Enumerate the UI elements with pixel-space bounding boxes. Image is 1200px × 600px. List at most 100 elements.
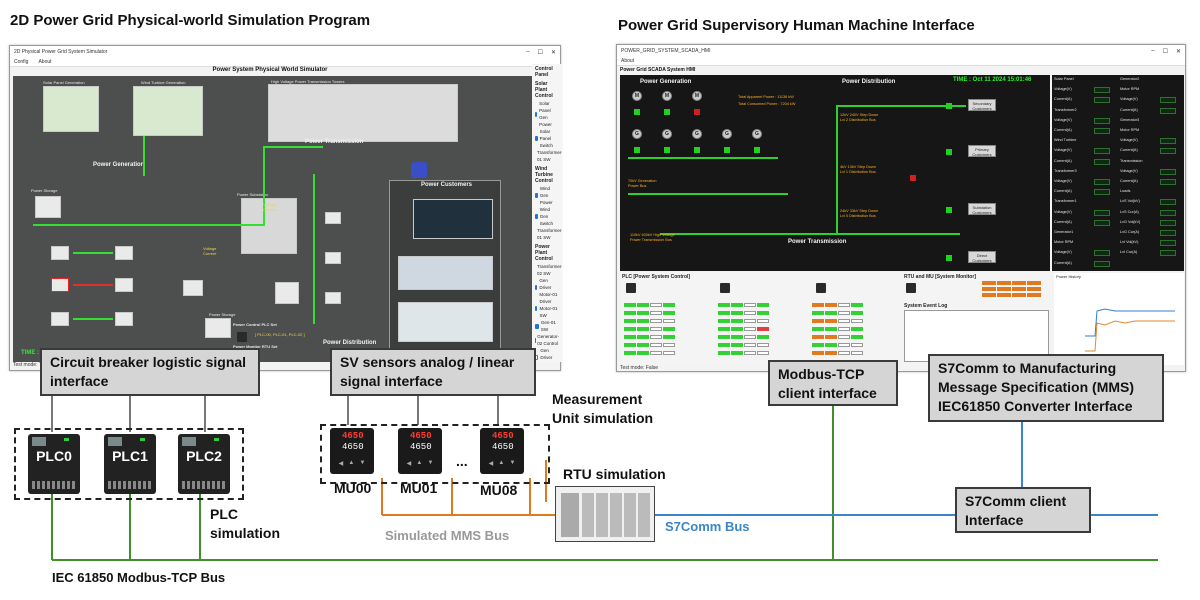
checkbox-icon[interactable] <box>535 193 538 198</box>
load-switch-3[interactable] <box>946 207 952 213</box>
control-checkbox[interactable]: Generator-02 Control <box>535 333 559 347</box>
control-checkbox[interactable]: Gen-01 SW <box>535 319 559 333</box>
plc-coil-button[interactable] <box>851 343 863 347</box>
plc-coil-button[interactable] <box>812 351 824 355</box>
gen-switch-1[interactable] <box>634 147 640 153</box>
plc-coil-button[interactable] <box>825 327 837 331</box>
plc-coil-button[interactable] <box>624 303 636 307</box>
plc-coil-button[interactable] <box>624 343 636 347</box>
plc-coil-button[interactable] <box>718 343 730 347</box>
plc-coil-button[interactable] <box>838 327 850 331</box>
plc-coil-button[interactable] <box>731 327 743 331</box>
plc-coil-button[interactable] <box>838 319 850 323</box>
plc-coil-button[interactable] <box>663 311 675 315</box>
plc-coil-button[interactable] <box>731 343 743 347</box>
plc-coil-button[interactable] <box>812 327 824 331</box>
gen-switch-2[interactable] <box>664 147 670 153</box>
plc-coil-button[interactable] <box>731 319 743 323</box>
load-switch-2[interactable] <box>946 149 952 155</box>
hmi-minimize-icon[interactable]: – <box>1151 48 1155 54</box>
minimize-icon[interactable]: – <box>526 49 530 55</box>
plc-coil-button[interactable] <box>718 351 730 355</box>
hmi-close-icon[interactable]: ✕ <box>1175 49 1181 55</box>
plc-coil-button[interactable] <box>744 303 756 307</box>
motor-switch-3[interactable] <box>694 109 700 115</box>
plc-coil-button[interactable] <box>851 351 863 355</box>
menu-about[interactable]: About <box>38 59 52 65</box>
plc-coil-button[interactable] <box>744 327 756 331</box>
plc-coil-button[interactable] <box>718 319 730 323</box>
plc-coil-button[interactable] <box>744 311 756 315</box>
plc-coil-button[interactable] <box>650 311 662 315</box>
checkbox-icon[interactable] <box>535 136 538 141</box>
control-checkbox[interactable]: Wind Gen Switch <box>535 206 559 227</box>
checkbox-icon[interactable] <box>535 285 538 290</box>
control-checkbox[interactable]: Wind Gen Power <box>535 185 559 206</box>
load-switch-4[interactable] <box>946 255 952 261</box>
close-icon[interactable]: ✕ <box>550 50 556 56</box>
plc-coil-button[interactable] <box>650 303 662 307</box>
plc-coil-button[interactable] <box>731 303 743 307</box>
control-checkbox[interactable]: Transformer-01 SW <box>535 149 562 163</box>
plc-coil-button[interactable] <box>812 311 824 315</box>
plc-coil-button[interactable] <box>851 335 863 339</box>
plc-coil-button[interactable] <box>637 351 649 355</box>
plc-coil-button[interactable] <box>744 351 756 355</box>
load-switch-primary[interactable] <box>910 175 916 181</box>
event-log-box[interactable] <box>904 310 1049 362</box>
plc-coil-button[interactable] <box>812 319 824 323</box>
control-checkbox[interactable]: Driver Motor-01 SW <box>535 298 559 319</box>
plc-coil-button[interactable] <box>718 303 730 307</box>
plc-coil-button[interactable] <box>637 311 649 315</box>
plc-coil-button[interactable] <box>757 319 769 323</box>
plc-coil-button[interactable] <box>663 335 675 339</box>
plc-coil-button[interactable] <box>650 335 662 339</box>
plc-coil-button[interactable] <box>624 327 636 331</box>
plc-coil-button[interactable] <box>663 343 675 347</box>
load-switch-1[interactable] <box>946 103 952 109</box>
plc-coil-button[interactable] <box>731 335 743 339</box>
plc-coil-button[interactable] <box>825 319 837 323</box>
plc-coil-button[interactable] <box>637 319 649 323</box>
plc-coil-button[interactable] <box>744 335 756 339</box>
plc-coil-button[interactable] <box>624 335 636 339</box>
plc-coil-button[interactable] <box>825 311 837 315</box>
control-checkbox[interactable]: Transformer-01 SW <box>535 227 562 241</box>
plc-coil-button[interactable] <box>812 335 824 339</box>
plc-coil-button[interactable] <box>637 335 649 339</box>
plc-coil-button[interactable] <box>838 343 850 347</box>
wind-switch[interactable] <box>754 147 760 153</box>
hmi-menu-about[interactable]: About <box>621 58 635 64</box>
checkbox-icon[interactable] <box>535 323 539 329</box>
plc-coil-button[interactable] <box>757 311 769 315</box>
plc-coil-button[interactable] <box>650 343 662 347</box>
control-checkbox[interactable]: Solar Panel Gen Power <box>535 100 559 128</box>
plc-coil-button[interactable] <box>663 327 675 331</box>
motor-switch-2[interactable] <box>664 109 670 115</box>
plc-coil-button[interactable] <box>838 303 850 307</box>
plc-coil-button[interactable] <box>838 351 850 355</box>
plc-coil-button[interactable] <box>825 303 837 307</box>
solar-switch[interactable] <box>724 147 730 153</box>
plc-coil-button[interactable] <box>825 343 837 347</box>
motor-switch-1[interactable] <box>634 109 640 115</box>
plc-coil-button[interactable] <box>637 303 649 307</box>
plc-coil-button[interactable] <box>650 319 662 323</box>
plc-coil-button[interactable] <box>731 311 743 315</box>
plc-coil-button[interactable] <box>838 311 850 315</box>
plc-coil-button[interactable] <box>718 311 730 315</box>
checkbox-icon[interactable] <box>535 111 538 117</box>
plc-coil-button[interactable] <box>650 327 662 331</box>
plc-coil-button[interactable] <box>624 319 636 323</box>
plc-coil-button[interactable] <box>757 343 769 347</box>
plc-coil-button[interactable] <box>825 335 837 339</box>
control-checkbox[interactable]: Gen Driver Motor-01 <box>535 277 559 298</box>
plc-coil-button[interactable] <box>650 351 662 355</box>
plc-coil-button[interactable] <box>757 327 769 331</box>
control-checkbox[interactable]: Solar Panel Switch <box>535 128 559 149</box>
plc-coil-button[interactable] <box>744 319 756 323</box>
plc-coil-button[interactable] <box>757 303 769 307</box>
plc-coil-button[interactable] <box>757 335 769 339</box>
menu-config[interactable]: Config <box>14 59 29 65</box>
plc-coil-button[interactable] <box>851 311 863 315</box>
